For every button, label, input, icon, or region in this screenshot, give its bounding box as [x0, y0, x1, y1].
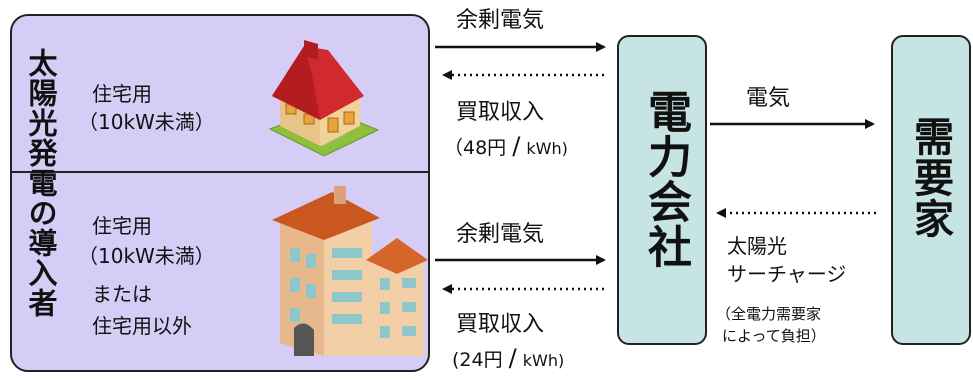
power-company-label: 電力会社: [640, 89, 691, 269]
power-company-box: [617, 35, 707, 345]
surplus-label-bottom: 余剰電気: [456, 222, 545, 247]
consumer-box: [891, 35, 971, 345]
price-top-amount: （48円: [444, 137, 507, 159]
surcharge-label-line2: サーチャージ: [727, 262, 847, 286]
house-icon: [268, 40, 380, 157]
surcharge-note-line1: （全電力需要家: [716, 305, 822, 323]
residential-label-line1: 住宅用: [92, 82, 152, 106]
other-label-line4: 住宅用以外: [92, 314, 192, 338]
surplus-label-top: 余剰電気: [456, 8, 545, 33]
price-label-top: （48円 / kWh): [444, 134, 568, 161]
price-bottom-unit: kWh): [522, 351, 565, 370]
purchase-label-top: 買取収入: [456, 100, 545, 125]
consumer-label: 需要家: [907, 116, 953, 239]
price-bottom-separator: /: [508, 344, 517, 372]
price-top-unit: kWh): [526, 139, 568, 158]
price-label-bottom: (24円 / kWh): [452, 346, 564, 373]
price-top-separator: /: [512, 132, 521, 160]
surcharge-label-line1: 太陽光: [727, 234, 787, 258]
apartment-building-icon: [272, 186, 428, 356]
installer-title: 太陽光発電の導入者: [24, 48, 58, 318]
other-label-line2: （10kW未満）: [78, 244, 215, 268]
other-label-line1: 住宅用: [92, 214, 152, 238]
panel-divider: [10, 171, 430, 173]
price-bottom-amount: (24円: [452, 349, 503, 371]
purchase-label-bottom: 買取収入: [456, 312, 545, 337]
surcharge-note-line2: によって負担）: [722, 327, 826, 345]
other-label-line3: または: [92, 282, 152, 306]
residential-label-line2: （10kW未満）: [78, 110, 215, 134]
electricity-label: 電気: [746, 86, 791, 111]
